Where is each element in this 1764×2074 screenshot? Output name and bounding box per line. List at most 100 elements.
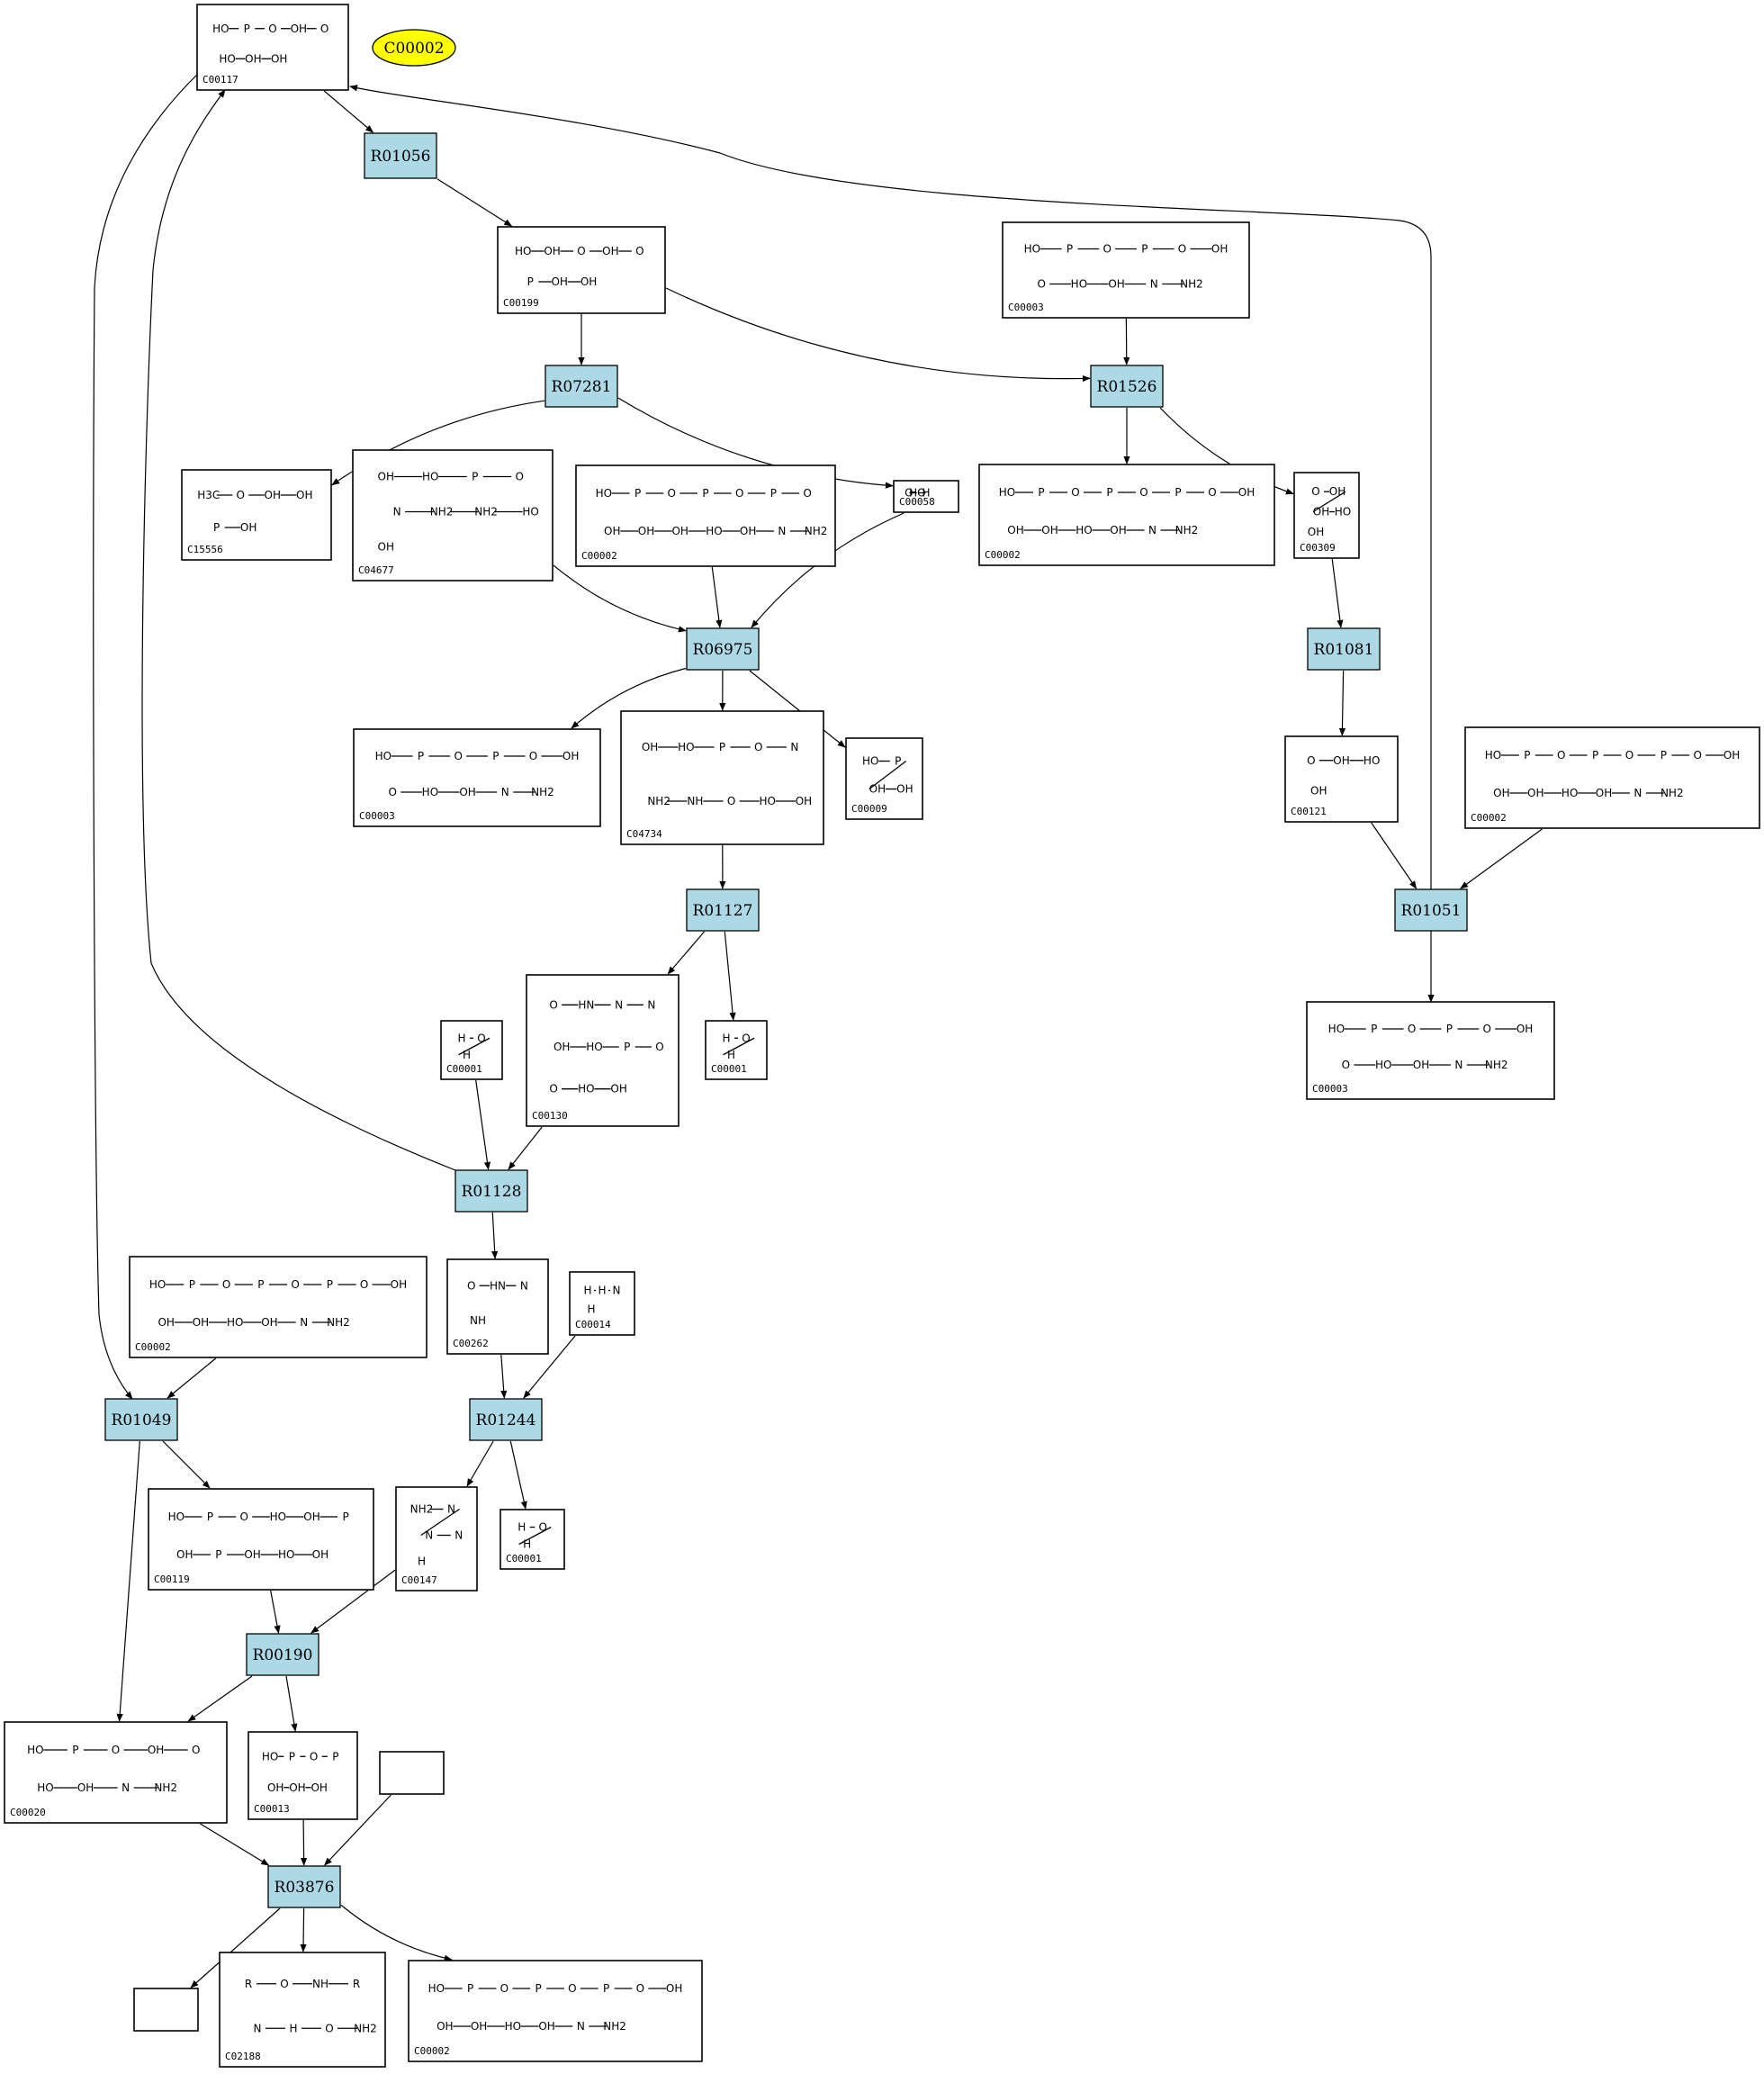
reaction-box[interactable] xyxy=(364,132,437,179)
compound-box[interactable] xyxy=(181,469,332,561)
compound-box[interactable] xyxy=(575,464,836,567)
reaction-node-r01128[interactable]: R01128 xyxy=(454,1169,528,1213)
compound-box[interactable] xyxy=(620,710,824,845)
compound-box[interactable] xyxy=(133,1988,199,2032)
compound-box[interactable] xyxy=(978,464,1275,566)
target-compound[interactable]: C00002 xyxy=(372,29,456,67)
compound-box[interactable] xyxy=(1293,472,1360,559)
atom-label: O xyxy=(477,1032,485,1044)
compound-box[interactable] xyxy=(1464,726,1760,829)
atom-label: NH2 xyxy=(1180,278,1203,291)
reaction-node-r07281[interactable]: R07281 xyxy=(544,365,618,408)
reaction-box[interactable] xyxy=(454,1169,528,1213)
reaction-box[interactable] xyxy=(104,1398,178,1441)
compound-box[interactable] xyxy=(408,1960,703,2062)
atom-label: OH xyxy=(538,2020,554,2033)
reaction-box[interactable] xyxy=(686,888,760,932)
compound-box[interactable] xyxy=(4,1721,228,1824)
reaction-node-r01127[interactable]: R01127 xyxy=(686,888,760,932)
reaction-node-r01081[interactable]: R01081 xyxy=(1307,627,1381,671)
empty-compound-node[interactable] xyxy=(133,1988,199,2032)
compound-box[interactable] xyxy=(446,1258,549,1355)
atom-label: P xyxy=(770,487,777,500)
reaction-node-r01049[interactable]: R01049 xyxy=(104,1398,178,1441)
compound-box[interactable] xyxy=(845,737,923,820)
compound-box[interactable] xyxy=(569,1271,635,1336)
compound-box[interactable] xyxy=(129,1256,428,1358)
empty-compound-node[interactable] xyxy=(379,1751,445,1795)
reaction-node-r01051[interactable]: R01051 xyxy=(1394,888,1468,932)
reaction-box[interactable] xyxy=(686,627,760,671)
reaction-box[interactable] xyxy=(544,365,618,408)
compound-box[interactable] xyxy=(705,1020,768,1080)
reaction-node-r01526[interactable]: R01526 xyxy=(1090,365,1164,408)
reaction-box[interactable] xyxy=(1307,627,1381,671)
atom-label: OH xyxy=(289,1781,305,1794)
atom-label: N xyxy=(613,1285,621,1297)
compound-box[interactable] xyxy=(1306,1001,1555,1100)
compound-box[interactable] xyxy=(219,1952,386,2068)
edge-c00199-to-R01526 xyxy=(665,287,1091,383)
compound-box[interactable] xyxy=(497,226,666,314)
target-label: C00002 xyxy=(383,40,444,58)
compound-box[interactable] xyxy=(379,1751,445,1795)
reaction-box[interactable] xyxy=(267,1865,341,1908)
compound-box[interactable] xyxy=(440,1020,503,1080)
compound-box[interactable] xyxy=(395,1486,478,1592)
compound-box[interactable] xyxy=(248,1731,358,1820)
compound-box[interactable] xyxy=(352,449,554,582)
reaction-node-r06975[interactable]: R06975 xyxy=(686,627,760,671)
reaction-node-r00190[interactable]: R00190 xyxy=(246,1633,320,1676)
compound-box[interactable] xyxy=(500,1509,565,1570)
atom-label: OH xyxy=(271,52,287,65)
target-ellipse[interactable] xyxy=(372,29,456,67)
reaction-node-r01244[interactable]: R01244 xyxy=(469,1398,543,1441)
atom-label: NH2 xyxy=(327,1316,350,1329)
reaction-box[interactable] xyxy=(246,1633,320,1676)
reaction-box[interactable] xyxy=(1090,365,1164,408)
reaction-node-r01056[interactable]: R01056 xyxy=(364,132,437,179)
atom-label: O xyxy=(549,1083,557,1096)
edge-R01526-to-c00309 xyxy=(1159,407,1294,495)
reaction-box[interactable] xyxy=(1394,888,1468,932)
compound-box[interactable] xyxy=(196,4,349,91)
edge-c00020-to-R03876 xyxy=(200,1823,270,1866)
compound-box[interactable] xyxy=(1284,735,1399,823)
compound-box[interactable] xyxy=(148,1488,374,1591)
compound-box[interactable] xyxy=(893,480,959,513)
reaction-box[interactable] xyxy=(469,1398,543,1441)
compound-box[interactable] xyxy=(1002,221,1250,319)
atom-label: O xyxy=(360,1278,368,1291)
reaction-node-r03876[interactable]: R03876 xyxy=(267,1865,341,1908)
compound-box[interactable] xyxy=(353,728,601,827)
compound-box[interactable] xyxy=(526,974,680,1127)
